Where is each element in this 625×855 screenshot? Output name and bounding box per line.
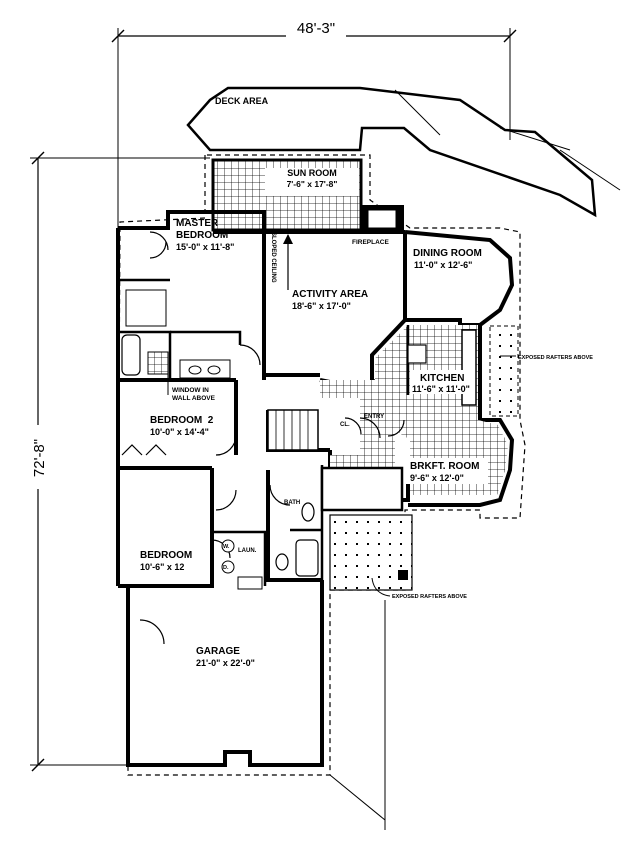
washer-label: W. bbox=[223, 544, 230, 550]
sun-room-label: SUN ROOM bbox=[287, 168, 337, 178]
sloped-ceiling-arrow: SLOPED CEILING bbox=[270, 232, 293, 290]
entry-floor bbox=[320, 380, 395, 470]
dryer-label: D. bbox=[223, 565, 229, 571]
fireplace-label: FIREPLACE bbox=[352, 239, 390, 246]
dimension-height: 72'-8" bbox=[28, 151, 210, 772]
bedroom3-label: BEDROOM bbox=[140, 550, 192, 561]
entry-label: ENTRY bbox=[364, 414, 384, 420]
sloped-ceiling-label: SLOPED CEILING bbox=[270, 232, 276, 283]
rear-rafters bbox=[489, 325, 519, 417]
master-bedroom-label-2: BEDROOM bbox=[176, 230, 228, 241]
brkft-room-label: BRKFT. ROOM bbox=[410, 461, 479, 472]
garage-label: GARAGE bbox=[196, 646, 240, 657]
kitchen-label: KITCHEN bbox=[420, 373, 464, 384]
activity-area-size: 18'-6" x 17'-0" bbox=[292, 301, 351, 311]
window-note-line2: WALL ABOVE bbox=[172, 395, 216, 402]
bedroom2-closet bbox=[121, 444, 167, 456]
bedroom3-size: 10'-6" x 12 bbox=[140, 562, 184, 572]
deck-label: DECK AREA bbox=[215, 96, 269, 106]
garage-size: 21'-0" x 22'-0" bbox=[196, 658, 255, 668]
height-dimension-label: 72'-8" bbox=[31, 439, 48, 477]
fireplace: FIREPLACE bbox=[352, 205, 404, 246]
walk-line bbox=[329, 774, 386, 821]
dimension-width: 48'-3" bbox=[111, 20, 517, 230]
window-note-line1: WINDOW IN bbox=[172, 387, 209, 394]
width-dimension-label: 48'-3" bbox=[297, 20, 335, 37]
rafters-bottom-label: EXPOSED RAFTERS ABOVE bbox=[392, 594, 467, 600]
master-bedroom-size: 15'-0" x 11'-8" bbox=[176, 242, 234, 252]
master-bedroom-label-1: MASTER bbox=[176, 218, 219, 229]
stairs bbox=[267, 409, 319, 451]
sun-room: SUN ROOM 7'-6" x 17'-8" bbox=[211, 158, 363, 232]
dining-room-label: DINING ROOM bbox=[413, 248, 482, 259]
rafters-note-bottom: EXPOSED RAFTERS ABOVE bbox=[371, 577, 467, 600]
activity-area-label: ACTIVITY AREA bbox=[292, 289, 368, 300]
deck-area: DECK AREA bbox=[186, 86, 621, 218]
kitchen-size: 11'-6" x 11'-0" bbox=[412, 384, 470, 394]
sun-room-size: 7'-6" x 17'-8" bbox=[287, 179, 338, 189]
kitchen-floor bbox=[375, 325, 508, 495]
fixtures bbox=[121, 289, 319, 590]
rafters-right-label: EXPOSED RAFTERS ABOVE bbox=[518, 355, 593, 361]
dining-room-size: 11'-0" x 12'-6" bbox=[414, 260, 472, 270]
closet-label: CL. bbox=[340, 422, 350, 428]
bedroom2-size: 10'-0" x 14'-4" bbox=[150, 427, 209, 437]
laundry-label: LAUN. bbox=[238, 548, 257, 554]
rafters-note-right: EXPOSED RAFTERS ABOVE bbox=[500, 355, 593, 361]
front-porch bbox=[320, 466, 413, 591]
brkft-room-size: 9'-6" x 12'-0" bbox=[410, 473, 464, 483]
bedroom2-label: BEDROOM 2 bbox=[150, 415, 214, 426]
bath-label: BATH bbox=[284, 500, 300, 506]
